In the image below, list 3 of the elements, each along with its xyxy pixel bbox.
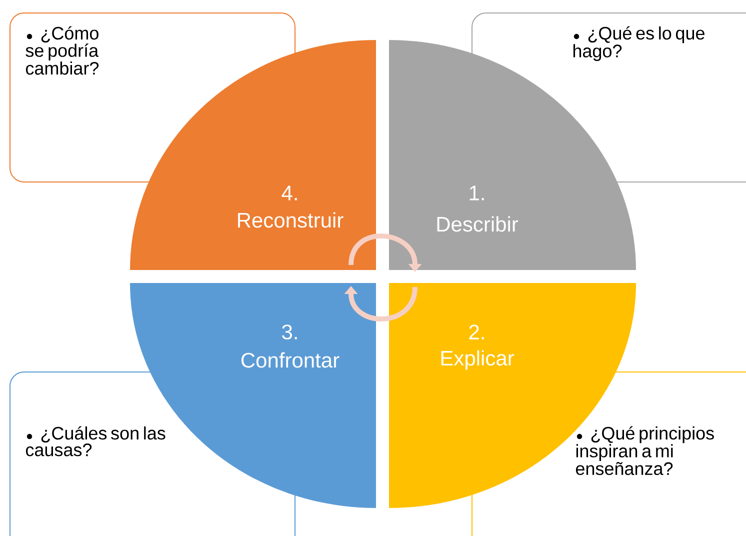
- quadrant: 4. Reconstruir: [130, 40, 376, 270]
- question-box: ¿Cuáles son las causas?: [10, 372, 296, 536]
- question-box: ¿Qué principios inspiran a mi enseñanza?: [472, 372, 746, 536]
